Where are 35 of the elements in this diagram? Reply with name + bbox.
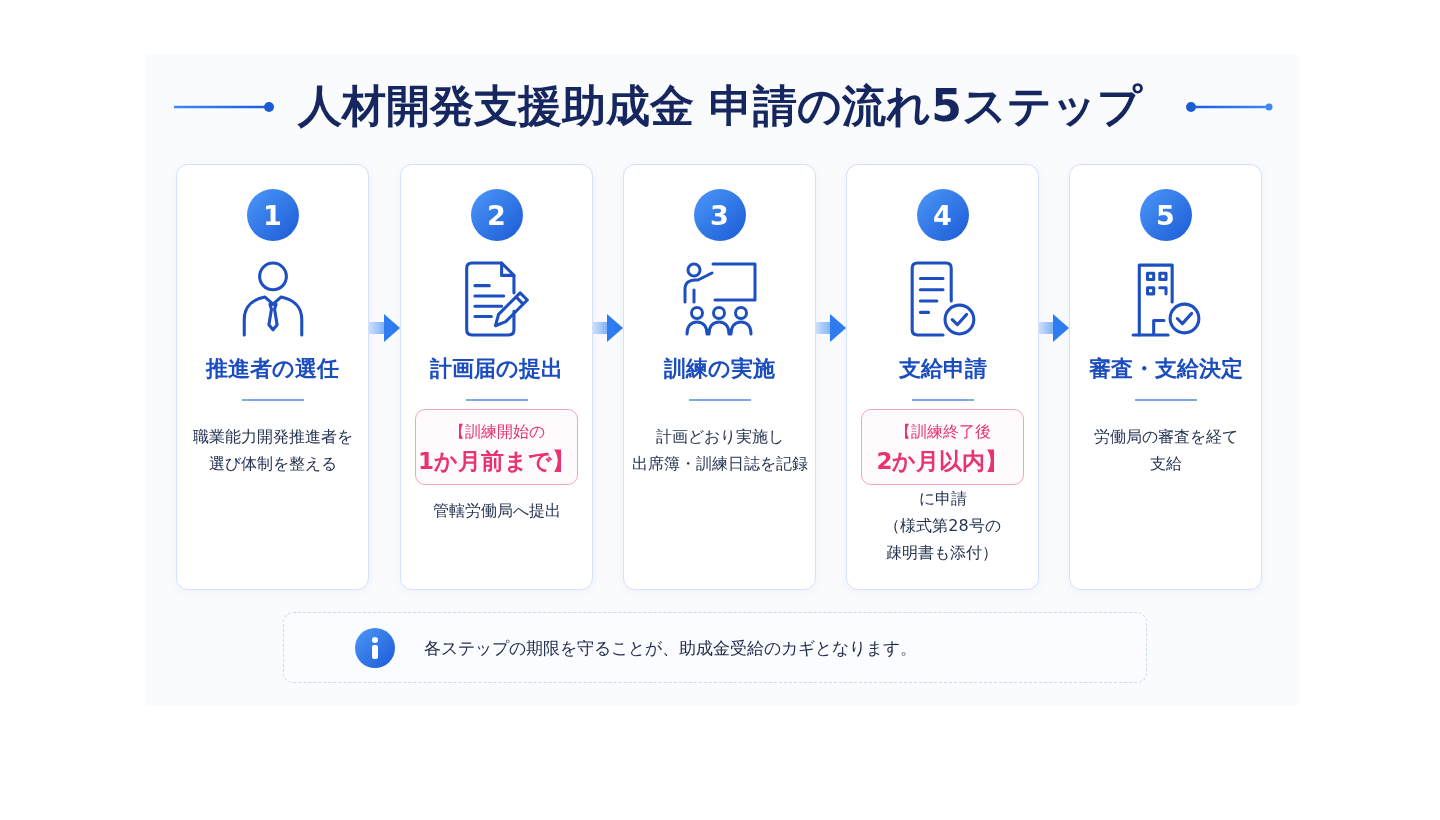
arrow <box>816 314 846 342</box>
step-card <box>846 164 1039 590</box>
step-description: （様式第28号の疎明書も添付） <box>883 515 1002 564</box>
step-number: 5 <box>1139 189 1192 241</box>
deadline-emphasis: 2か月以内】 <box>876 447 1009 476</box>
step-card <box>176 164 369 590</box>
step-title: 推進者の選任 <box>206 355 339 383</box>
step-card <box>623 164 816 590</box>
arrow <box>593 314 623 342</box>
arrow <box>1039 314 1069 342</box>
note-box <box>283 612 1147 683</box>
step-title: 訓練の実施 <box>664 355 775 383</box>
note-text: 各ステップの期限を守ることが、助成金受給のカギとなります。 <box>424 636 917 660</box>
step-title: 支給申請 <box>898 355 987 383</box>
deadline-callout <box>861 409 1024 485</box>
arrow <box>369 314 400 342</box>
step-description: 職業能力開発推進者を選び体制を整える <box>191 426 354 475</box>
diagram-title: 人材開発支援助成金 申請の流れ5ステップ <box>298 79 1142 133</box>
step-title: 審査・支給決定 <box>1088 355 1243 383</box>
deadline-text: 【訓練開始の <box>448 421 545 443</box>
step-number: 3 <box>693 189 746 241</box>
step-description: 管轄労働局へ提出 <box>431 500 562 522</box>
step-card <box>400 164 593 590</box>
deadline-text: 【訓練終了後 <box>894 421 991 443</box>
step-number: 4 <box>916 189 969 241</box>
step-description: 計画どおり実施し <box>654 426 785 448</box>
step-description: 出席簿・訓練日誌を記録 <box>630 453 809 475</box>
step-number: 2 <box>470 189 523 241</box>
step-card <box>1069 164 1262 590</box>
deadline-emphasis: 1か月前まで】 <box>418 447 575 476</box>
step-number: 1 <box>246 189 299 241</box>
step-description: 労働局の審査を経て支給 <box>1092 426 1239 475</box>
step-description: に申請 <box>917 488 968 510</box>
step-title: 計画届の提出 <box>430 355 563 383</box>
deadline-callout <box>415 409 578 485</box>
